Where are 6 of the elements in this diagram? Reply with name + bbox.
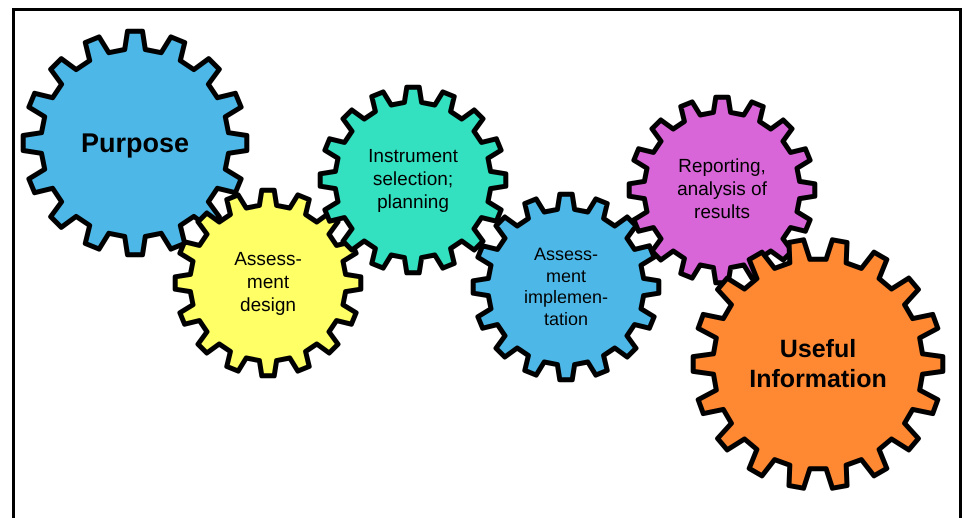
gear-label: Assess- ment implemen- tation <box>522 244 610 330</box>
gear-label: Useful Information <box>748 334 888 394</box>
gear-label: Reporting, analysis of results <box>676 156 768 224</box>
gear-label: Instrument selection; planning <box>367 146 459 214</box>
gear-label: Purpose <box>80 127 190 160</box>
gear-label: Assess- ment design <box>233 249 303 318</box>
